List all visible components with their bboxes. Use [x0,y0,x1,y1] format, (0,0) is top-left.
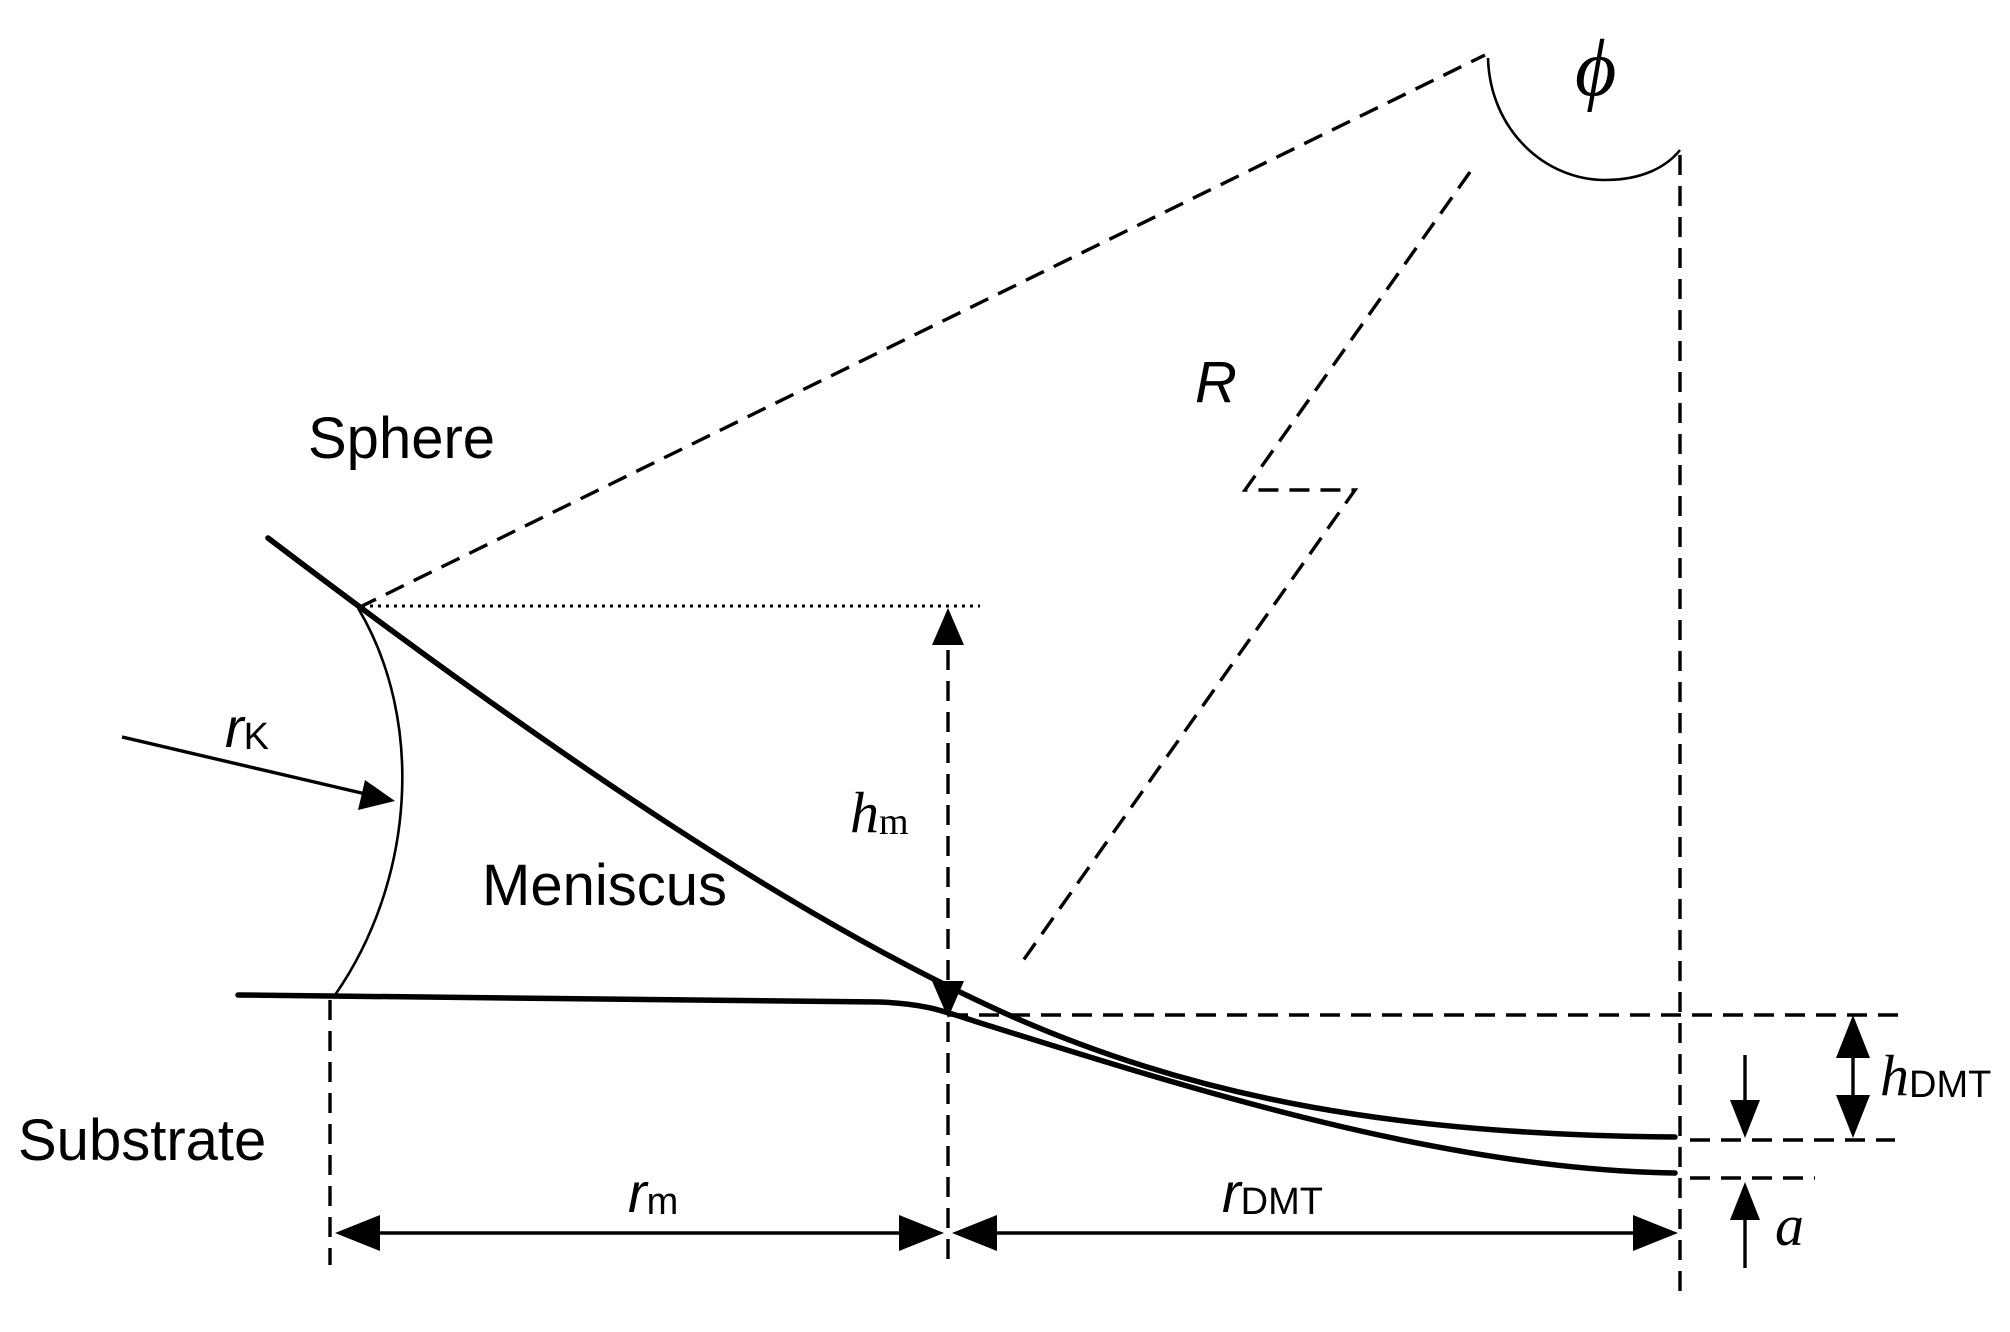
h-dmt-main: h [1880,1043,1909,1108]
phi-label: ϕ [1575,25,1616,113]
sphere-label: Sphere [308,406,495,471]
r-dmt-arrowhead-right [1633,1215,1678,1251]
substrate-surface-curve [235,992,1678,1176]
h-dmt-label: hDMT [1880,1043,1991,1108]
r-dmt-arrowhead-left [952,1215,997,1251]
h-m-subscript: m [879,801,909,843]
h-dmt-subscript: DMT [1909,1064,1991,1106]
r-k-subscript: K [244,716,269,758]
h-m-arrowhead-down [932,981,964,1018]
r-m-main: r [628,1161,649,1224]
radius-r-dashed-line [1018,171,1472,966]
r-k-arrowhead [358,780,395,810]
h-m-main: h [850,780,879,845]
sphere-surface-curve [265,535,1678,1140]
a-label: a [1775,1193,1804,1258]
r-dmt-main: r [1222,1161,1243,1224]
r-dmt-label: rDMT [1222,1161,1323,1224]
a-arrowhead-up [1730,1182,1760,1220]
phi-angle-arc [1486,57,1682,182]
meniscus-surface-arc [333,607,404,996]
substrate-label: Substrate [18,1108,266,1173]
r-m-label: rm [628,1161,678,1224]
meniscus-label: Meniscus [482,853,727,918]
gap-down-arrowhead [1730,1100,1760,1138]
r-dmt-subscript: DMT [1241,1181,1323,1223]
h-m-arrowhead-up [932,608,964,645]
h-dmt-arrowhead-up [1836,1015,1870,1058]
radius-r-label: R [1195,350,1237,415]
r-m-arrowhead-left [335,1215,380,1251]
sphere-radius-dashed-line [357,53,1486,610]
h-m-label: hm [850,780,909,845]
h-dmt-arrowhead-down [1836,1095,1870,1138]
r-k-arrow-shaft [121,735,371,797]
r-k-label: rK [225,696,269,759]
r-m-arrowhead-right [899,1215,944,1251]
r-m-subscript: m [647,1181,679,1223]
r-k-main: r [225,696,246,759]
